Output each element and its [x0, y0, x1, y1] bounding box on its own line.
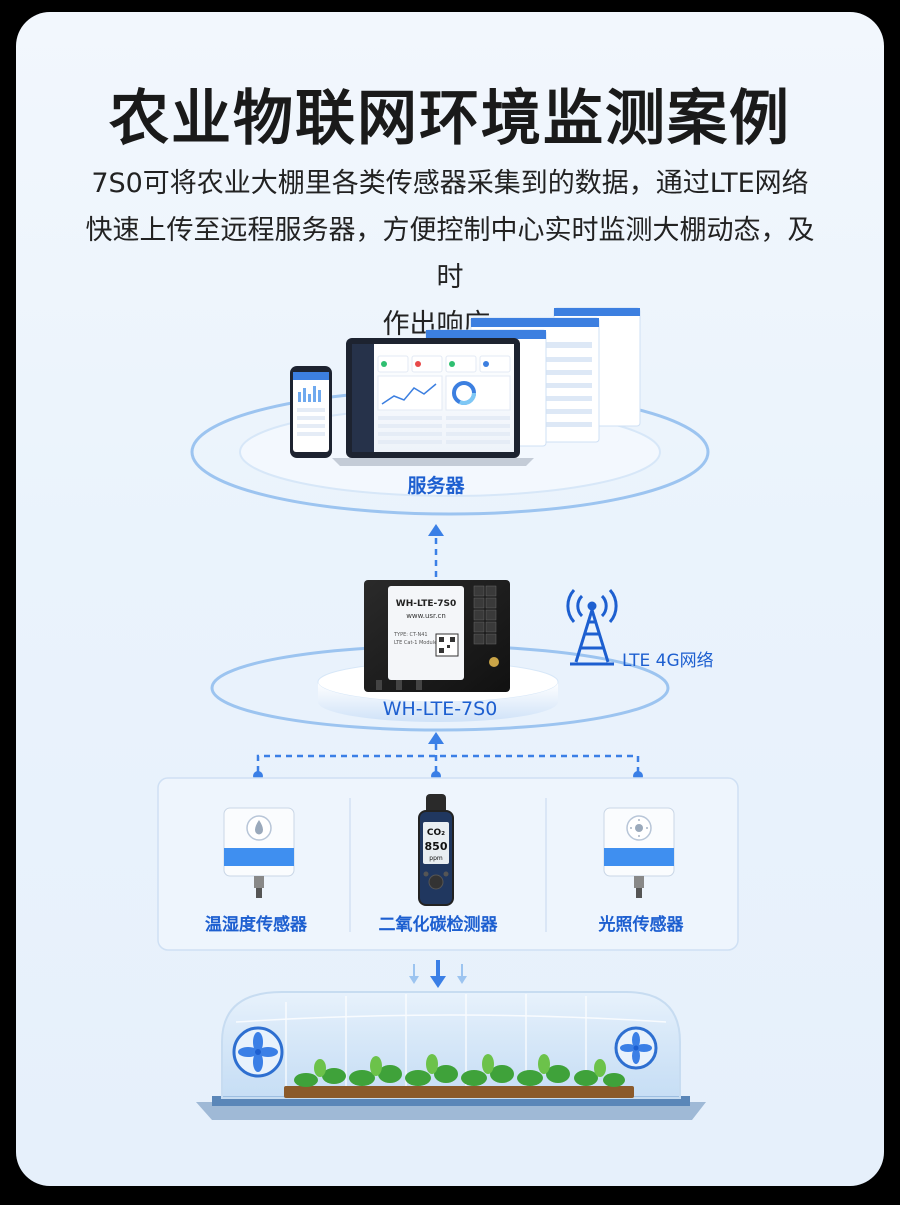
- lte-tower-icon: [566, 589, 618, 666]
- greenhouse-image: [196, 991, 706, 1120]
- description-line-2: 快速上传至远程服务器，方便控制中心实时监测大棚动态，及时: [85, 215, 815, 293]
- chip-url: www.usr.cn: [406, 612, 446, 620]
- network-label: LTE 4G网络: [622, 651, 714, 671]
- page-title: 农业物联网环境监测案例: [109, 84, 791, 154]
- sensor-branch-connector: [253, 732, 643, 781]
- phone-image: [290, 366, 332, 458]
- laptop-image: [332, 338, 534, 466]
- fan-left-icon: [232, 1026, 284, 1078]
- temp-humidity-sensor-image: [223, 807, 295, 898]
- server-label: 服务器: [407, 474, 465, 497]
- sensor-label-light: 光照传感器: [598, 914, 685, 935]
- page-card: 农业物联网环境监测案例 7S0可将农业大棚里各类传感器采集到的数据，通过LTE网…: [16, 12, 884, 1186]
- module-tier: WH-LTE-7S0 www.usr.cn TYPE: CT-N41 LTE C…: [210, 580, 670, 732]
- crop-plants: [294, 1065, 625, 1087]
- lte-module-board: WH-LTE-7S0 www.usr.cn TYPE: CT-N41 LTE C…: [364, 580, 510, 692]
- light-sensor-image: [603, 807, 675, 898]
- sensor-label-co2: 二氧化碳检测器: [379, 914, 499, 935]
- chip-type: TYPE: CT-N41: [393, 632, 428, 638]
- co2-screen-value: 850: [425, 840, 448, 853]
- fan-right-icon: [614, 1026, 658, 1070]
- chip-title: WH-LTE-7S0: [396, 599, 456, 609]
- server-tier: 服务器: [190, 307, 710, 516]
- arrow-to-server: [428, 524, 444, 577]
- co2-screen-top: CO₂: [427, 828, 445, 838]
- sensor-label-temp-humidity: 温湿度传感器: [205, 914, 308, 935]
- sensor-panel: 温湿度传感器 CO₂ 850 ppm 二氧化碳检测器: [157, 777, 739, 951]
- description-line-1: 7S0可将农业大棚里各类传感器采集到的数据，通过LTE网络: [91, 168, 809, 199]
- pin-header: [473, 585, 497, 645]
- architecture-diagram: 服务器 WH-LTE-7S0 www.usr.cn TYPE: CT-N41 L…: [157, 307, 739, 1120]
- co2-meter-image: CO₂ 850 ppm: [418, 794, 454, 906]
- chip-desc: LTE Cat-1 Module: [394, 640, 437, 646]
- down-arrows: [409, 960, 467, 988]
- module-label: WH-LTE-7S0: [383, 698, 498, 720]
- co2-screen-unit: ppm: [429, 855, 443, 862]
